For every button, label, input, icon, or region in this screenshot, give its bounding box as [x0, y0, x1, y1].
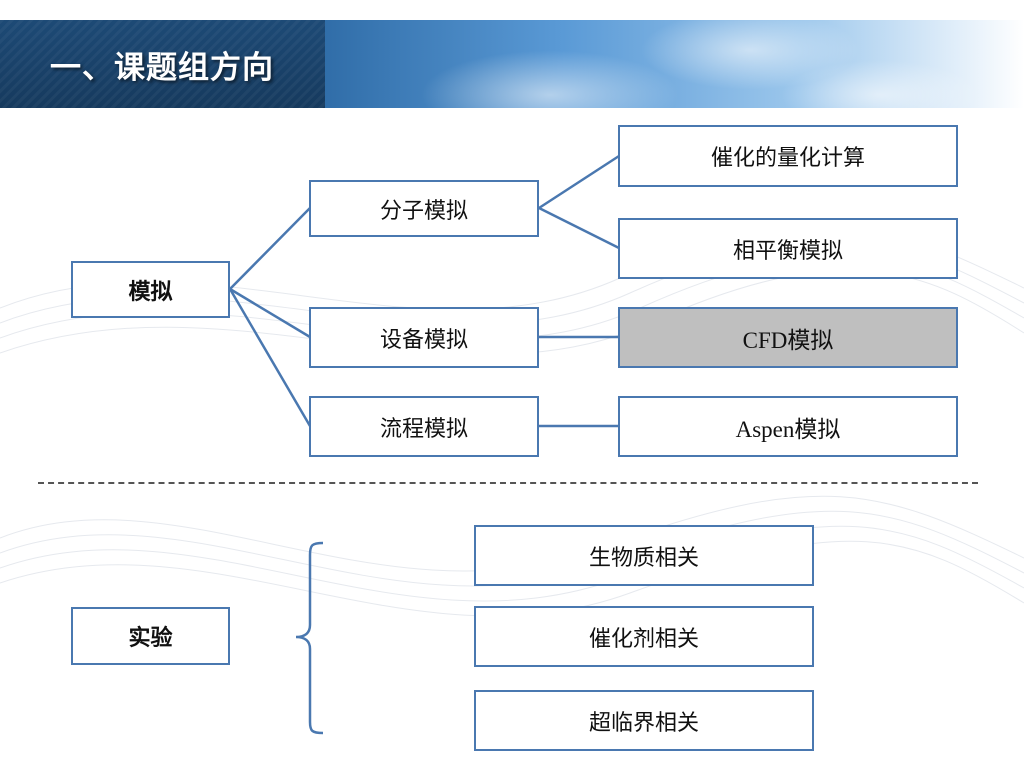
supercritical-box: 超临界相关: [474, 690, 814, 751]
equipment-simulation-box: 设备模拟: [309, 307, 539, 368]
connector-molecular-to-quantum: [537, 154, 621, 210]
header-banner: 一、课题组方向: [0, 20, 1024, 108]
experiment-root-label: 实验: [128, 626, 173, 651]
catalyst-box: 催化剂相关: [474, 606, 814, 667]
molecular-simulation-label: 分子模拟: [379, 198, 468, 224]
cfd-simulation-box: CFD模拟: [618, 307, 958, 368]
quantum-calculation-box: 催化的量化计算: [618, 125, 958, 187]
biomass-label: 生物质相关: [588, 545, 699, 571]
experiment-brace: [295, 541, 324, 735]
process-simulation-box: 流程模拟: [309, 396, 539, 457]
biomass-box: 生物质相关: [474, 525, 814, 586]
experiment-root-box: 实验: [71, 607, 230, 665]
supercritical-label: 超临界相关: [588, 710, 699, 736]
quantum-calculation-label: 催化的量化计算: [710, 146, 865, 171]
connector-molecular-to-phase: [537, 206, 621, 250]
connector-root-to-process: [228, 287, 312, 428]
phase-equilibrium-box: 相平衡模拟: [618, 218, 958, 279]
equipment-simulation-label: 设备模拟: [379, 327, 468, 353]
aspen-simulation-label: Aspen模拟: [735, 416, 841, 442]
cfd-simulation-label: CFD模拟: [742, 327, 834, 353]
connector-root-to-equipment: [228, 287, 312, 339]
aspen-simulation-box: Aspen模拟: [618, 396, 958, 457]
catalyst-label: 催化剂相关: [588, 626, 699, 652]
header-title-panel: [0, 20, 325, 108]
page-title: 一、课题组方向: [50, 50, 274, 86]
simulation-root-box: 模拟: [71, 261, 230, 318]
process-simulation-label: 流程模拟: [379, 416, 468, 442]
molecular-simulation-box: 分子模拟: [309, 180, 539, 237]
connector-root-to-molecular: [228, 206, 312, 291]
phase-equilibrium-label: 相平衡模拟: [732, 238, 843, 264]
simulation-root-label: 模拟: [128, 279, 173, 305]
section-divider: [38, 482, 978, 484]
